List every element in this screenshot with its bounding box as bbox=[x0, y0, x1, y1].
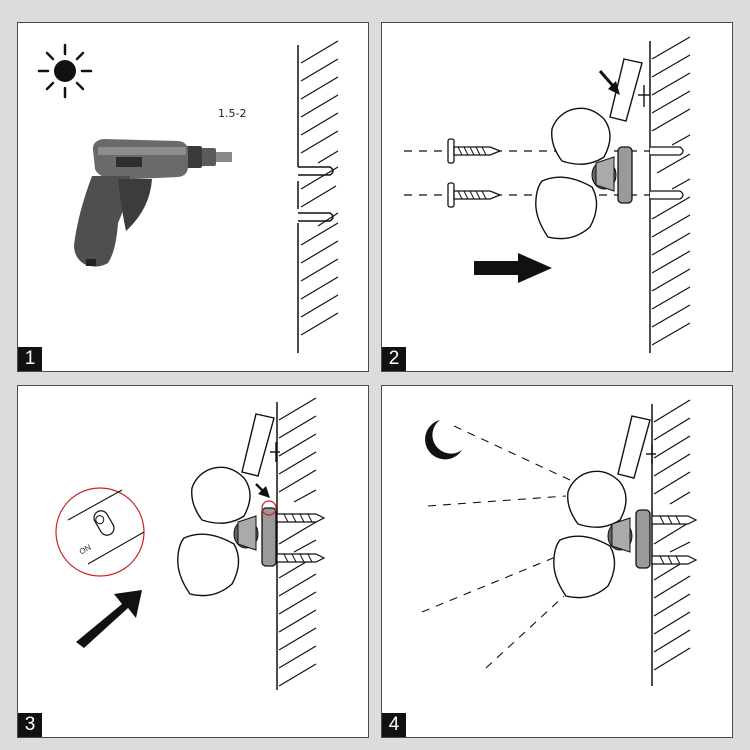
sun-icon bbox=[37, 43, 93, 99]
solar-panel bbox=[609, 58, 650, 122]
step-number-badge: 3 bbox=[18, 713, 42, 737]
switch-highlight-circle bbox=[261, 500, 277, 516]
screw-icon bbox=[276, 513, 326, 523]
wall-with-drilled-holes bbox=[297, 40, 339, 353]
screw-icon bbox=[651, 515, 698, 525]
wall-hatch bbox=[649, 36, 691, 353]
step-4-illustration bbox=[421, 399, 698, 686]
step-2-panel: 2 bbox=[381, 22, 733, 372]
step-1-panel: 1.5-2 1 bbox=[17, 22, 369, 372]
step-4-panel: 4 bbox=[381, 385, 733, 738]
alignment-guides bbox=[404, 150, 650, 196]
wall-hatch bbox=[276, 397, 317, 690]
step-number-badge: 1 bbox=[18, 347, 42, 371]
screw-icon bbox=[447, 138, 502, 164]
light-rays bbox=[421, 425, 571, 669]
step-number-badge: 2 bbox=[382, 347, 406, 371]
wall-lamp bbox=[553, 470, 651, 599]
step-number-badge: 4 bbox=[382, 713, 406, 737]
wall-lamp bbox=[535, 107, 633, 240]
wall-hatch bbox=[651, 399, 691, 686]
step-2-illustration bbox=[404, 36, 691, 353]
moon-icon bbox=[425, 420, 462, 460]
wall-lamp bbox=[177, 466, 277, 597]
screw-icon bbox=[447, 182, 502, 208]
arrow-up-right-icon bbox=[76, 590, 142, 648]
step-3-illustration: ON bbox=[55, 397, 326, 690]
screw-icon bbox=[651, 555, 698, 565]
power-drill-icon bbox=[74, 139, 232, 267]
step-3-panel: ON 3 bbox=[17, 385, 369, 738]
drill-depth-label: 1.5-2 bbox=[218, 107, 247, 120]
solar-panel bbox=[241, 413, 280, 477]
switch-zoom-callout: ON bbox=[55, 487, 145, 577]
arrow-down-icon bbox=[598, 70, 620, 95]
screw-icon bbox=[276, 553, 326, 563]
solar-panel bbox=[617, 415, 656, 479]
arrow-down-icon bbox=[255, 483, 270, 498]
step-1-illustration bbox=[37, 40, 339, 353]
arrow-right-icon bbox=[474, 253, 552, 283]
